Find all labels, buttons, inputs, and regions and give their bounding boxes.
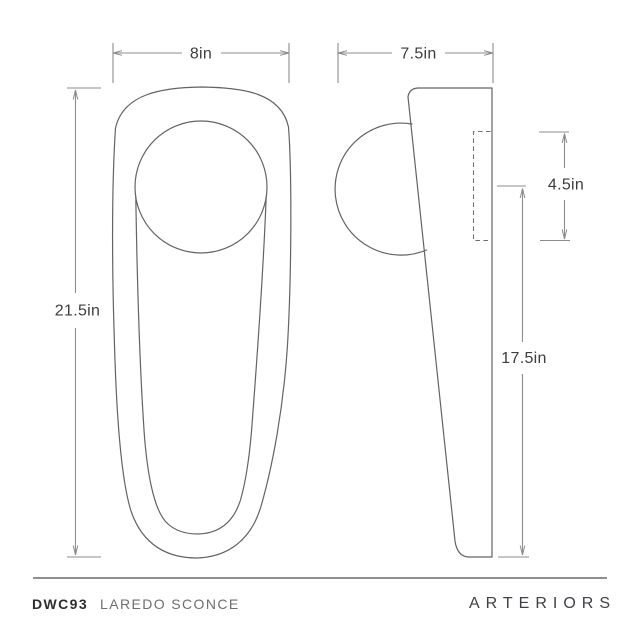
- side-globe-arc: [334, 122, 428, 256]
- dim-side-depth-extension-lines: [337, 43, 494, 83]
- dim-front-height-ticks: [67, 87, 101, 558]
- dim-front-width-arrow-left: [112, 50, 123, 56]
- junction-box-dashed-outline: [472, 130, 491, 242]
- side-body-path: [407, 87, 493, 558]
- footer-product-info: DWC93 LAREDO SCONCE: [32, 596, 240, 612]
- dim-front-height: 21.5in: [55, 87, 101, 558]
- footer-divider: [33, 577, 607, 579]
- brand-wordmark: ARTERIORS: [468, 595, 616, 612]
- dim-outlet-height-label: 17.5in: [501, 350, 546, 367]
- dim-backplate-arrow-up: [561, 133, 568, 144]
- dim-backplate-ticks: [539, 131, 570, 242]
- dim-side-depth-label: 7.5in: [400, 46, 436, 63]
- dim-side-depth-arrow-right: [483, 50, 494, 56]
- dim-front-width-arrow-right: [279, 50, 290, 56]
- dim-front-width: 8in: [112, 43, 290, 83]
- dim-outlet-ticks: [497, 185, 529, 558]
- dim-front-width-extension-lines: [112, 43, 290, 83]
- dim-front-height-arrow-down: [72, 545, 79, 556]
- front-inner-cutout-path: [135, 196, 267, 535]
- front-globe-circle: [134, 120, 268, 254]
- front-view: [111, 86, 292, 559]
- dim-front-height-label: 21.5in: [55, 303, 100, 320]
- product-name: LAREDO SCONCE: [100, 596, 240, 612]
- dim-backplate-height-label: 4.5in: [548, 177, 584, 194]
- dim-outlet-height: 17.5in: [497, 185, 546, 558]
- dim-backplate-arrow-down: [561, 229, 568, 240]
- side-view: [334, 87, 493, 558]
- dim-front-width-label: 8in: [190, 46, 212, 63]
- dim-side-depth-arrow-left: [337, 50, 348, 56]
- dim-backplate-height: 4.5in: [539, 131, 584, 242]
- dim-outlet-arrow-up: [519, 188, 526, 199]
- dim-side-depth: 7.5in: [337, 43, 494, 83]
- front-outline-path: [111, 86, 292, 559]
- dim-outlet-arrow-down: [519, 545, 526, 556]
- product-sku: DWC93: [32, 596, 89, 612]
- dim-front-height-arrow-up: [72, 89, 79, 100]
